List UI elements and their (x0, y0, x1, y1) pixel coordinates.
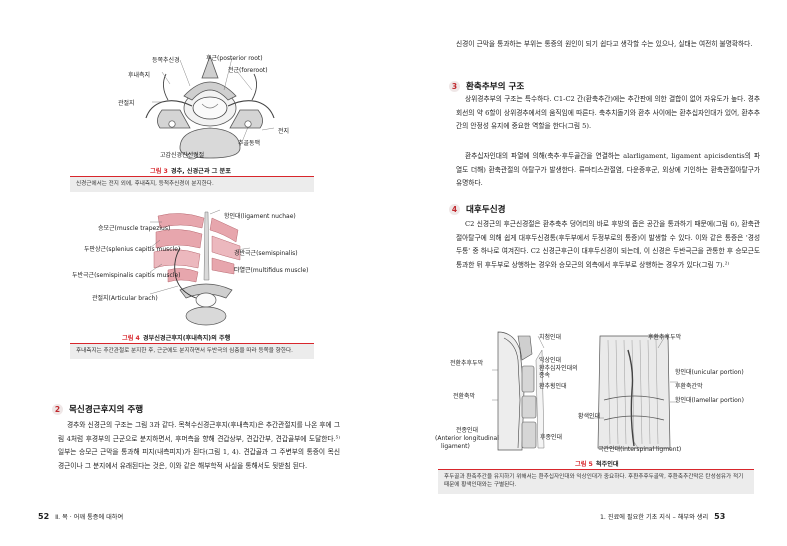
fig5-label-anterior-longitudinal: 전종인대 (456, 427, 479, 434)
fig4-label-semispinalis-capitis: 두반극근(semispinalis capitis muscle) (72, 272, 181, 279)
figure5-illustration (492, 331, 678, 451)
fig4-label-semispinalis: 경반극근(semispinalis) (234, 250, 298, 257)
fig5-label-anterior-atlanto-occipital: 전환추후두막 (450, 360, 484, 367)
section3-paragraph2: 환추십자인대의 파열에 의해(축추·후두골간을 연결하는 alarligamen… (456, 152, 760, 187)
figure3-caption-title: 경추, 신경근과 그 분포 (170, 168, 231, 175)
section2-body: 경추와 신경근의 구조는 그림 3과 같다. 목척수신경근후지(후내측지)은 추… (58, 421, 340, 470)
section4-number: 4 (449, 203, 460, 215)
fig5-label-alar: 익상인대 (539, 357, 562, 364)
fig4-label-articular-branch: 관절지(Articular brach) (92, 295, 158, 302)
fig5-label-posterior-atlanto-occipital: 후환추후두막 (648, 334, 682, 341)
fig5-label-nuchal-uncinate: 항인대(unicular portion) (675, 369, 744, 376)
fig4-label-ligament-nuchae: 항인대(ligament nuchae) (224, 213, 296, 220)
fig3-label-sympathetic-ganglion: 고감신경간신경절 (160, 152, 205, 159)
figure3-caption-rule (70, 176, 314, 177)
figure4-caption-description: 후내측지는 추간관절로 분지한 후, 근군에도 분지하면서 두반극의 심층을 따… (70, 344, 314, 359)
figure4-caption-number: 그림 4 (122, 335, 140, 342)
fig5-label-anterior-longitudinal-en: (Anterior longitudinal (435, 435, 499, 442)
intro-paragraph: 신경이 근막을 통과하는 부위는 통증의 원인이 되기 쉽다고 생각할 수는 있… (456, 40, 753, 48)
fig3-label-anterior-root: 전근(foreroot) (228, 67, 268, 74)
fig5-label-anterior-atlanto-axial: 전환축막 (453, 393, 476, 400)
section3-title: 환축추부의 구조 (466, 82, 525, 92)
fig5-label-interspinal: 극간인대(interspinal ligment) (598, 446, 682, 453)
right-footer: 1. 진료에 필요한 기초 지식 – 해부와 생리 53 (600, 512, 725, 521)
fig5-label-flavum: 황색인대 (578, 413, 601, 420)
fig4-label-multifidus: 다열근(multifidus muscle) (234, 267, 309, 274)
right-page-number: 53 (714, 512, 726, 521)
figure5-caption-description: 후두골과 환축추간을 유지하기 위해서는 환추십자인대와 익상인대가 중요하다.… (438, 470, 754, 494)
fig5-label-posterior-atlanto-axial: 후환축간막 (675, 383, 703, 390)
fig3-label-medial-branch: 후내측지 (128, 72, 151, 79)
section3-number: 3 (449, 80, 460, 92)
fig3-label-anterior-branch: 전지 (278, 128, 290, 135)
fig5-label-transverse: 환추횡인대 (539, 383, 567, 390)
fig3-label-articular-branch: 관절지 (118, 100, 135, 107)
section2-number: 2 (52, 403, 63, 415)
left-chapter-title: Ⅱ. 목 · 어깨 통증에 대하여 (55, 514, 124, 521)
section3-paragraph1: 상위경추부의 구조는 특수하다. C1-C2 간(환축추간)에는 추간판에 의한… (456, 95, 760, 130)
figure3-caption-description: 신경근에서는 전지 외에, 후내측지, 등척추신경이 분지한다. (70, 177, 314, 192)
figure5-caption-rule (438, 469, 754, 470)
fig5-label-anterior-longitudinal-en2: ligament) (441, 443, 470, 450)
figure3-illustration (145, 54, 275, 160)
figure4-caption-title: 경부신경근후지(후내측지)의 주행 (142, 335, 231, 342)
fig3-label-vertebral-artery: 추골동맥 (238, 140, 261, 147)
section4-body: C2 신경근의 후근신경절은 환추축추 덩어리의 바로 후방의 좁은 공간을 통… (456, 220, 760, 269)
section4-heading: 4 대후두신경 (449, 203, 506, 215)
fig5-label-apical: 치첨인대 (539, 334, 562, 341)
fig4-label-trapezius: 승모근(muscle trapezius) (98, 225, 171, 232)
figure4-caption-rule (70, 343, 314, 344)
fig3-label-dorsal-ganglion: 등쪽추신경 (152, 57, 180, 64)
figure5-caption-title: 척주인대 (595, 461, 619, 468)
left-footer: 52 Ⅱ. 목 · 어깨 통증에 대하여 (38, 512, 123, 521)
section3-heading: 3 환축추부의 구조 (449, 80, 524, 92)
left-page-number: 52 (38, 512, 50, 521)
figure4-illustration (150, 209, 251, 326)
fig5-label-cruciate-longitudinal: 환추십자인대의 종속 (539, 365, 578, 379)
fig4-label-splenius: 두판상근(splenius capitis muscle) (84, 246, 181, 253)
fig5-label-posterior-longitudinal: 후종인대 (540, 434, 563, 441)
section2-title: 목신경근후지의 주행 (69, 405, 144, 415)
section2-heading: 2 목신경근후지의 주행 (52, 403, 143, 415)
fig5-label-nuchal-lamellar: 항인대(lamellar portion) (675, 397, 744, 404)
figure3-caption-number: 그림 3 (150, 168, 168, 175)
fig3-label-posterior-root: 후근(posterior root) (206, 55, 263, 62)
right-chapter-title: 1. 진료에 필요한 기초 지식 – 해부와 생리 (600, 514, 709, 521)
figure5-caption-number: 그림 5 (575, 461, 593, 468)
section4-title: 대후두신경 (466, 205, 506, 215)
